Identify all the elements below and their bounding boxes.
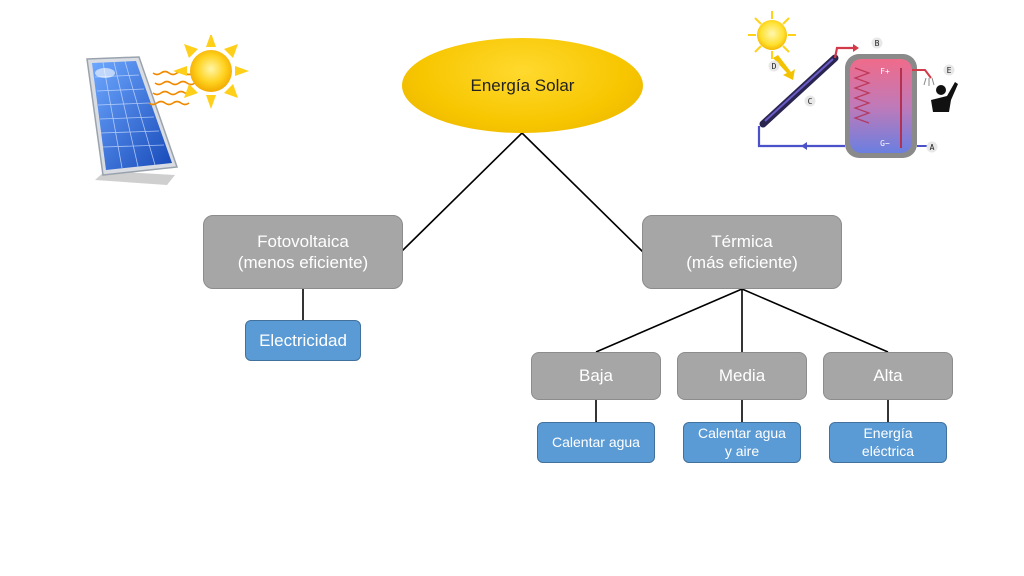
line-termica-baja (595, 288, 743, 353)
use-media-label: Calentar agua y aire (698, 425, 786, 459)
leaf-electricidad: Electricidad (245, 320, 361, 361)
label-c: C (808, 97, 813, 106)
branch-termica: Térmica (más eficiente) (642, 215, 842, 289)
level-baja-label: Baja (578, 366, 614, 386)
level-baja: Baja (531, 352, 661, 400)
label-d: D (772, 62, 777, 71)
level-alta-label: Alta (873, 366, 903, 386)
root-label: Energía Solar (470, 75, 575, 95)
sun-small-icon (748, 11, 796, 59)
solar-panel-illustration (86, 35, 249, 185)
line-termica-alta (741, 288, 889, 353)
label-b: B (875, 39, 880, 48)
use-media: Calentar agua y aire (683, 422, 801, 463)
sun-icon (173, 35, 249, 109)
level-media-label: Media (718, 366, 766, 386)
shower-person-icon (923, 77, 958, 112)
level-alta: Alta (823, 352, 953, 400)
label-e: E (947, 66, 952, 75)
label-g: G− (880, 139, 890, 148)
use-alta: Energía eléctrica (829, 422, 947, 463)
solar-water-heater-diagram: B D C E A F+ G− (748, 11, 958, 158)
leaf-electricidad-label: Electricidad (259, 330, 347, 350)
level-media: Media (677, 352, 807, 400)
label-a: A (930, 143, 935, 152)
branch-fotovoltaica: Fotovoltaica (menos eficiente) (203, 215, 403, 289)
root-node-energia-solar: Energía Solar (402, 38, 643, 133)
label-f: F+ (880, 67, 890, 76)
use-baja: Calentar agua (537, 422, 655, 463)
line-root-fotovoltaica (400, 132, 523, 253)
use-alta-label: Energía eléctrica (861, 425, 915, 459)
branch-termica-label: Térmica (más eficiente) (686, 231, 798, 272)
line-root-termica (521, 132, 644, 253)
branch-fotovoltaica-label: Fotovoltaica (menos eficiente) (237, 231, 369, 272)
use-baja-label: Calentar agua (552, 433, 640, 450)
